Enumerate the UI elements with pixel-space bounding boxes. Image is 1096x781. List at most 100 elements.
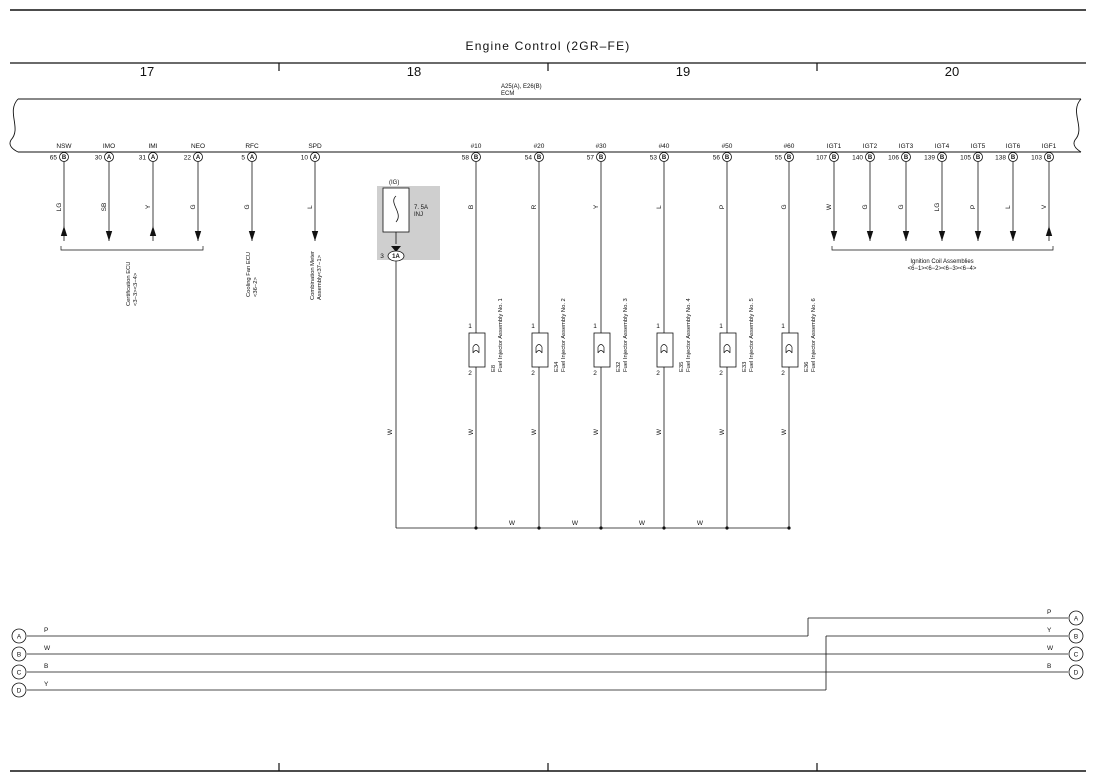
wire-color: W	[719, 428, 726, 435]
ignition-coils-ref: <6−1><6−2><6−3><6−4>	[908, 266, 977, 272]
ecm-connector-letter: B	[787, 155, 792, 161]
signal-arrow-down	[105, 231, 113, 241]
injector-coil-symbol	[660, 344, 668, 354]
section-number: 17	[140, 64, 154, 79]
junction-dot	[662, 526, 666, 530]
junction-pin-number: 3	[380, 253, 384, 260]
ecm-signal-label: IGT3	[899, 143, 914, 150]
ecm-pin-number: 58	[462, 155, 470, 162]
fuse-name: INJ	[414, 212, 423, 218]
injector-pin-top: 1	[656, 323, 660, 330]
wire-color: P	[1047, 609, 1051, 616]
wire-color: V	[1041, 204, 1048, 209]
injector-pin-bottom: 2	[531, 370, 535, 377]
signal-arrow-down	[830, 231, 838, 241]
certification-ecu-ref: <3−3><3−4>	[133, 272, 139, 306]
injector-code: E32	[616, 362, 622, 372]
wire-color: W	[697, 520, 704, 527]
fuel-injector-box	[781, 332, 799, 368]
connector-circle-left	[11, 646, 27, 662]
injector-code: E33	[742, 362, 748, 372]
page-title: Engine Control (2GR–FE)	[466, 39, 631, 53]
wire-color: W	[44, 645, 51, 652]
ecm-pin-number: 107	[816, 155, 827, 162]
signal-arrow-down	[902, 231, 910, 241]
connector-circle-right	[1068, 646, 1084, 662]
injector-name: Fuel Injector Assembly No. 6	[811, 298, 817, 372]
ecm-connector-letter: A	[313, 155, 318, 161]
injector-coil-symbol	[723, 344, 731, 354]
injector-pin-bottom: 2	[781, 370, 785, 377]
wire-color: Y	[593, 204, 600, 209]
wire-color: W	[826, 203, 833, 210]
ecm-connector-letter: A	[107, 155, 112, 161]
signal-arrow-down	[866, 231, 874, 241]
junction-dot	[537, 526, 541, 530]
wire-color: W	[593, 428, 600, 435]
ecm-signal-label: IGT5	[971, 143, 986, 150]
wire-color: W	[639, 520, 646, 527]
connector-letter: A	[17, 634, 22, 641]
injector-code: E35	[679, 362, 685, 372]
ecm-pin-number: 54	[525, 155, 533, 162]
ecm-connector-letter: B	[62, 155, 67, 161]
signal-arrow-up	[60, 226, 68, 236]
connector-letter: D	[1074, 670, 1079, 677]
connector-letter: C	[1074, 652, 1079, 659]
injector-pin-bottom: 2	[468, 370, 472, 377]
wire-color: B	[468, 205, 475, 209]
fuse-rating: 7. 5A	[414, 205, 428, 211]
signal-arrow-down	[311, 231, 319, 241]
connector-circle-right	[1068, 664, 1084, 680]
connector-circle-right	[1068, 628, 1084, 644]
injector-name: Fuel Injector Assembly No. 3	[623, 298, 629, 372]
ecm-connector-letter: B	[662, 155, 667, 161]
ecm-connector-letter: B	[537, 155, 542, 161]
injector-name: Fuel Injector Assembly No. 4	[686, 297, 692, 372]
ecm-connector-letter: B	[1047, 155, 1052, 161]
injector-code: E8	[491, 365, 497, 372]
injector-pin-top: 1	[531, 323, 535, 330]
connector-letter: B	[1074, 634, 1078, 641]
injector-code: E36	[804, 362, 810, 372]
section-number: 18	[407, 64, 421, 79]
injector-name: Fuel Injector Assembly No. 2	[561, 298, 567, 372]
combination-meter-label: Combination Meter	[310, 251, 316, 300]
wire-color: W	[468, 428, 475, 435]
junction-connector-label: 1A	[392, 254, 400, 260]
ecm-signal-label: #50	[722, 143, 733, 150]
injector-pin-top: 1	[781, 323, 785, 330]
fuse-arrow	[391, 246, 401, 252]
wire-color: P	[719, 205, 726, 209]
ecm-pin-number: 31	[139, 155, 147, 162]
ecm-pin-number: 56	[713, 155, 721, 162]
injector-coil-symbol	[535, 344, 543, 354]
wire-color: W	[1047, 645, 1054, 652]
injector-pin-top: 1	[593, 323, 597, 330]
ecm-signal-label: IGT2	[863, 143, 878, 150]
ecm-pin-number: 53	[650, 155, 658, 162]
wire-color: G	[244, 204, 251, 209]
fuse-circuit-label: (IG)	[389, 180, 399, 186]
fuel-injector-box	[468, 332, 486, 368]
ecm-connector-codes: A25(A), E26(B)	[501, 84, 542, 90]
ecm-connector-letter: B	[976, 155, 981, 161]
wire-color: G	[781, 204, 788, 209]
injector-pin-bottom: 2	[719, 370, 723, 377]
wire-color: LG	[934, 203, 941, 212]
connector-circle-right	[1068, 610, 1084, 626]
combination-meter-ref: Assembly<37−1>	[317, 254, 323, 300]
cooling-fan-ecu-label: Cooling Fan ECU	[246, 252, 252, 297]
ecm-connector-letter: B	[832, 155, 837, 161]
ecm-pin-number: 65	[50, 155, 58, 162]
injector-pin-top: 1	[468, 323, 472, 330]
wire-color: LG	[56, 203, 63, 212]
ecm-pin-number: 22	[184, 155, 192, 162]
section-number: 20	[945, 64, 959, 79]
ecm-pin-number: 10	[301, 155, 309, 162]
signal-arrow-down	[974, 231, 982, 241]
injector-coil-symbol	[597, 344, 605, 354]
ecm-signal-label: RFC	[245, 143, 259, 150]
ecm-signal-label: IMI	[148, 143, 157, 150]
